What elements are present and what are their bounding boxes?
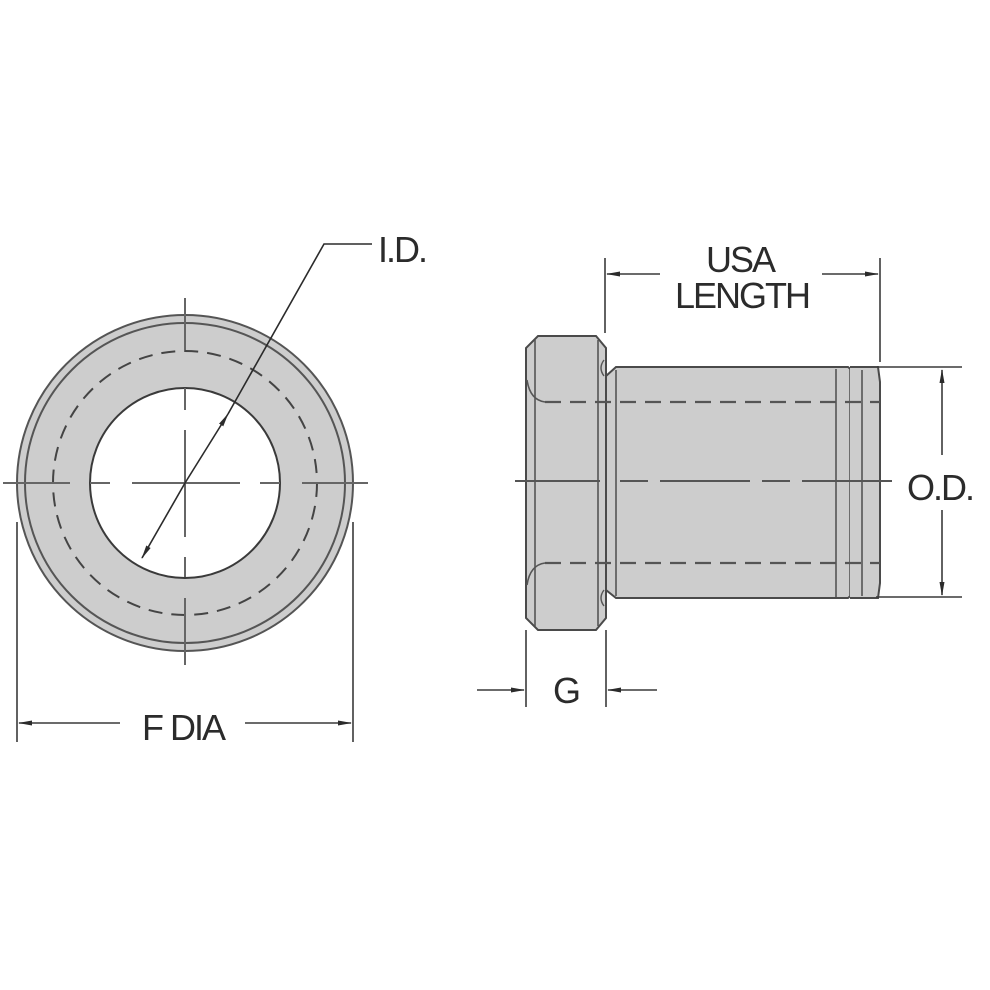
end-view: I.D. F DIA: [3, 229, 428, 748]
flange-thickness-label: G: [553, 670, 579, 711]
f-dia-dimension: [16, 522, 354, 742]
hidden-bore-lines: [545, 400, 880, 565]
id-leader: [141, 243, 372, 559]
length-label-line2: LENGTH: [675, 275, 809, 316]
bushing-flange: [525, 335, 607, 631]
length-dimension: [604, 258, 881, 362]
flange-diameter-label: F DIA: [142, 707, 226, 748]
od-dimension: [876, 366, 962, 598]
g-dimension: [477, 630, 657, 707]
length-label-line1: USA: [706, 239, 776, 280]
bushing-ring-face: [17, 315, 354, 651]
inner-diameter-label: I.D.: [378, 229, 426, 270]
side-view: USA LENGTH O.D. G: [477, 239, 975, 711]
center-lines: [3, 298, 368, 665]
outer-diameter-label: O.D.: [907, 467, 973, 508]
